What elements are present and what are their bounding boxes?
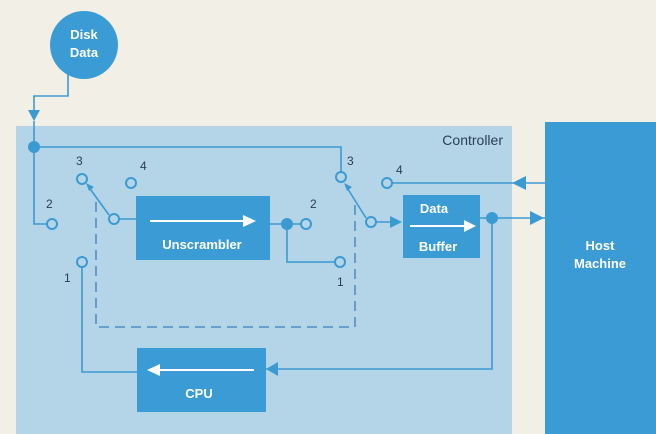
disk-data-node bbox=[50, 11, 118, 79]
switch-b-blade bbox=[345, 185, 367, 219]
switch-a-contact-4 bbox=[125, 177, 137, 189]
buffer-to-cpu-line bbox=[266, 218, 493, 370]
host-return-arrow bbox=[512, 176, 526, 190]
unscrambler-block bbox=[136, 196, 270, 260]
unscrambler-output-junction bbox=[281, 218, 293, 230]
switch-b-contact-1 bbox=[334, 256, 346, 268]
switch-a-contact-2 bbox=[46, 218, 58, 230]
host-label-line2: Machine bbox=[574, 256, 626, 271]
buffer-to-cpu-arrow bbox=[266, 362, 278, 376]
cpu-label: CPU bbox=[185, 386, 212, 401]
switch-a-label-2: 2 bbox=[46, 197, 53, 211]
switch-a-label-1: 1 bbox=[64, 271, 71, 285]
switch-b-label-2: 2 bbox=[310, 197, 317, 211]
switch-a-label-3: 3 bbox=[76, 154, 83, 168]
switch-b-label-4: 4 bbox=[396, 163, 403, 177]
buffer-label-line1: Data bbox=[420, 201, 449, 216]
switch-b-to-buffer-arrow bbox=[390, 216, 402, 228]
disk-label-line1: Disk bbox=[70, 27, 98, 42]
cpu-arrow-head bbox=[147, 364, 160, 376]
unscrambler-arrow-head bbox=[243, 215, 256, 227]
switch-b-label-3: 3 bbox=[347, 154, 354, 168]
unscrambler-label: Unscrambler bbox=[162, 237, 241, 252]
cpu-block bbox=[137, 348, 266, 412]
controller-label: Controller bbox=[442, 132, 503, 148]
top-bus-junction bbox=[28, 141, 40, 153]
buffer-arrow-head bbox=[464, 220, 476, 232]
switch-a-label-4: 4 bbox=[140, 159, 147, 173]
disk-label-line2: Data bbox=[70, 45, 99, 60]
switch-a-blade-tip bbox=[86, 183, 94, 191]
cpu-to-switch-a-line bbox=[81, 267, 137, 373]
disk-input-line bbox=[33, 74, 69, 118]
switch-a-contact-3 bbox=[76, 173, 88, 185]
disk-input-arrow bbox=[28, 110, 40, 121]
switch-a-blade bbox=[87, 185, 110, 216]
switch-b-blade-tip bbox=[344, 183, 352, 191]
bypass-line bbox=[286, 224, 335, 263]
switch-b-contact-3 bbox=[335, 171, 347, 183]
buffer-label-line2: Buffer bbox=[419, 239, 457, 254]
host-label-line1: Host bbox=[586, 238, 616, 253]
host-machine-block bbox=[545, 122, 656, 434]
switch-b-contact-2 bbox=[300, 218, 312, 230]
switch-b-label-1: 1 bbox=[337, 275, 344, 289]
buffer-to-host-arrow bbox=[530, 211, 544, 225]
